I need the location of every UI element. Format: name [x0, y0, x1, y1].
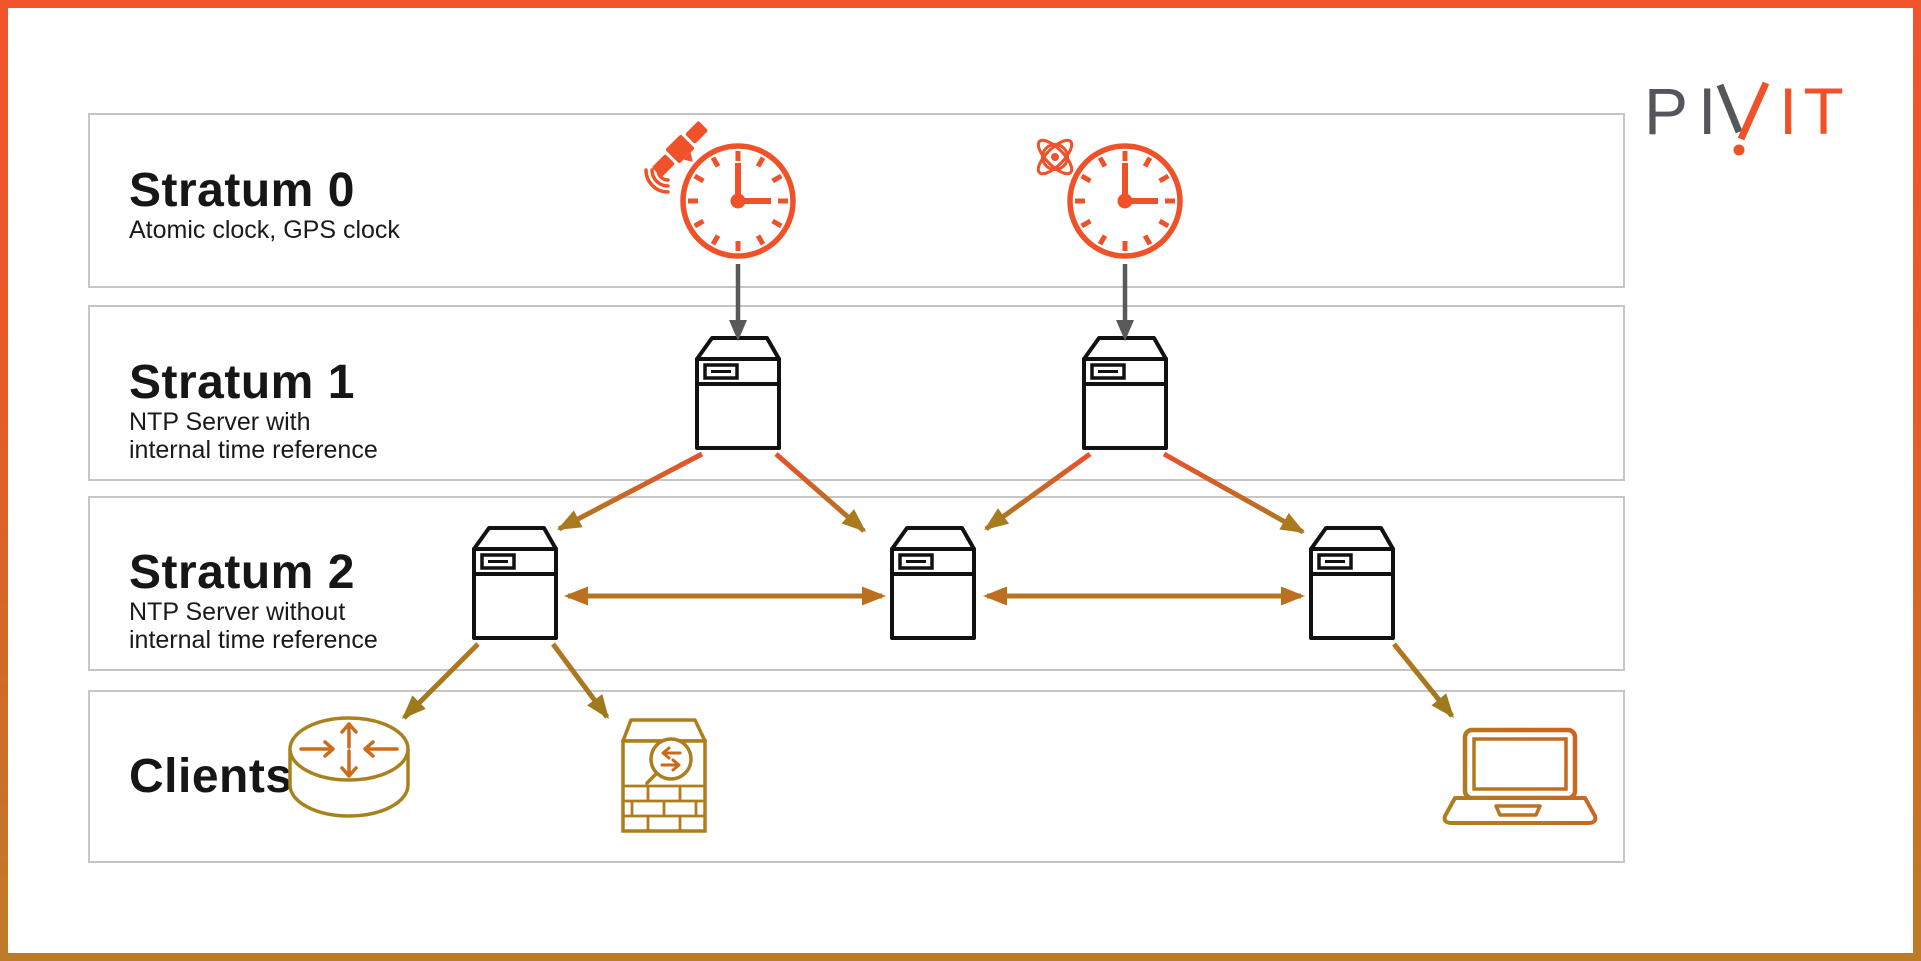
stratum-1-subtitle-line2: internal time reference [129, 436, 378, 464]
stratum-2-subtitle-line2: internal time reference [129, 626, 378, 654]
stratum-2-title: Stratum 2 [129, 546, 355, 599]
clients-title: Clients [129, 750, 293, 803]
logo-v-left-stroke [1716, 83, 1743, 134]
label-stratum-1: Stratum 1 NTP Server with internal time … [129, 356, 378, 465]
label-clients: Clients [129, 752, 293, 802]
stratum-1-title: Stratum 1 [129, 356, 355, 409]
logo-text-orange: IT [1779, 74, 1850, 148]
band-clients [88, 690, 1625, 863]
band-stratum-1 [88, 305, 1625, 481]
label-stratum-2: Stratum 2 NTP Server without internal ti… [129, 546, 378, 655]
logo-text-gray: PI [1644, 74, 1726, 148]
stratum-2-subtitle-line1: NTP Server without [129, 598, 346, 626]
stratum-0-subtitle: Atomic clock, GPS clock [129, 216, 400, 244]
pivit-logo: PI IT [1644, 74, 1850, 156]
stratum-0-title: Stratum 0 [129, 164, 355, 217]
stratum-1-subtitle-line1: NTP Server with [129, 408, 311, 436]
label-stratum-0: Stratum 0 Atomic clock, GPS clock [129, 164, 400, 245]
band-stratum-0 [88, 113, 1625, 288]
logo-v-right-stroke [1737, 81, 1770, 141]
logo-dot-icon [1733, 144, 1745, 156]
